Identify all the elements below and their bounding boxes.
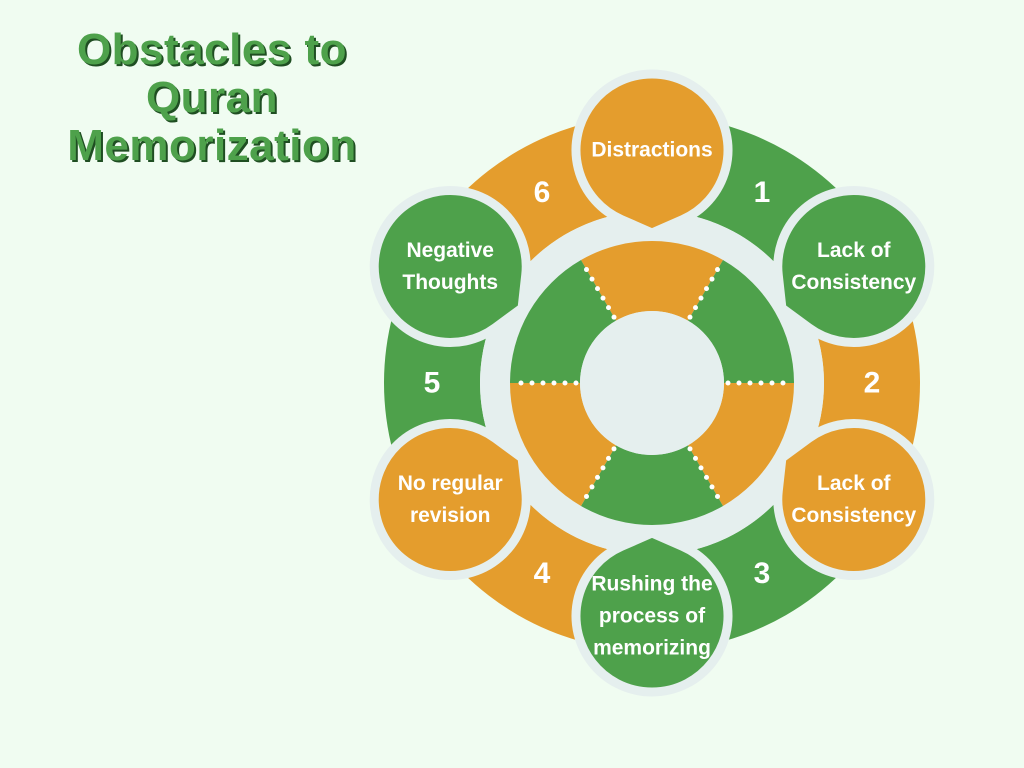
- segment-number-1: 1: [754, 176, 771, 209]
- obstacle-label-3: Rushing the process of memorizing: [591, 573, 712, 660]
- center-circle: [580, 311, 724, 455]
- obstacle-drop-2: [773, 419, 935, 580]
- obstacle-3: [571, 528, 733, 697]
- obstacle-label-line: Rushing the: [591, 573, 712, 596]
- obstacle-drop-6: [571, 69, 733, 238]
- inner-divider-4: [687, 446, 725, 507]
- obstacle-label-2: Lack of Consistency: [791, 472, 916, 527]
- inner-ring-segment-4: [581, 445, 723, 525]
- inner-divider-5: [579, 446, 617, 507]
- obstacle-label-line: Consistency: [791, 271, 916, 294]
- obstacle-label-line: revision: [410, 504, 491, 527]
- title-line-3: Memorization: [67, 121, 357, 170]
- obstacle-label-line: Distractions: [591, 139, 712, 162]
- segment-number-2: 2: [864, 367, 881, 400]
- title-line-1: Obstacles to: [76, 25, 348, 74]
- obstacle-label-1: Lack of Consistency: [791, 239, 916, 294]
- inner-ring-segment-6: [510, 260, 616, 383]
- inner-ring-segment-5: [510, 383, 616, 506]
- obstacle-label-line: Lack of: [817, 472, 892, 495]
- segment-number-3: 3: [754, 557, 771, 590]
- obstacle-6: [571, 69, 733, 238]
- segment-number-5: 5: [424, 367, 441, 400]
- obstacle-label-4: No regular revision: [398, 472, 503, 527]
- obstacle-drop-1: [773, 186, 935, 347]
- inner-ring-segment-2: [688, 260, 794, 383]
- obstacle-label-line: Consistency: [791, 504, 916, 527]
- obstacle-5: [369, 186, 531, 347]
- title-line-2: Quran: [145, 73, 279, 122]
- obstacle-4: [369, 419, 531, 580]
- obstacle-label-line: memorizing: [593, 637, 711, 660]
- obstacle-drop-4: [369, 419, 531, 580]
- inner-ring-segment-3: [688, 383, 794, 506]
- obstacle-2: [773, 419, 935, 580]
- diagram-title: Obstacles to Quran Memorization: [32, 26, 392, 170]
- segment-number-6: 6: [534, 176, 551, 209]
- obstacle-1: [773, 186, 935, 347]
- obstacle-label-line: Lack of: [817, 239, 892, 262]
- obstacle-label-line: process of: [599, 605, 706, 628]
- obstacle-label-line: No regular: [398, 472, 503, 495]
- obstacle-drop-3: [571, 528, 733, 697]
- obstacle-label-line: Negative: [406, 239, 494, 262]
- obstacle-label-6: Distractions: [591, 139, 712, 162]
- inner-ring-segment-1: [581, 240, 723, 321]
- inner-divider-2: [687, 259, 725, 320]
- inner-divider-1: [579, 259, 617, 320]
- obstacle-drop-5: [369, 186, 531, 347]
- obstacle-label-line: Thoughts: [402, 271, 498, 294]
- segment-number-4: 4: [534, 557, 551, 590]
